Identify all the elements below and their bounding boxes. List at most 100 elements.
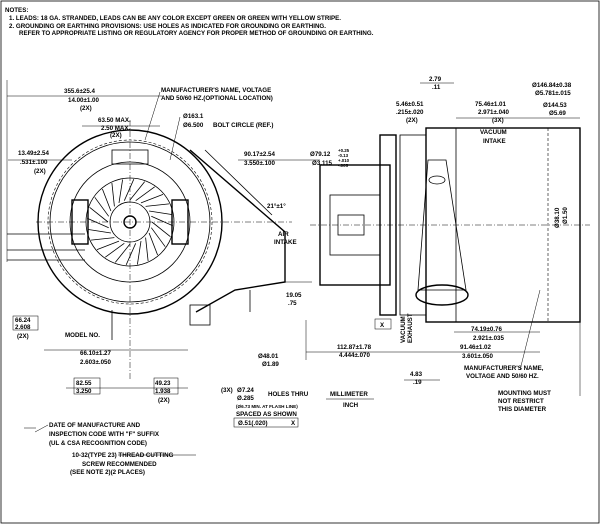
- dim-width-in: 14.00±1.00: [68, 97, 99, 104]
- tol-plus-in: +.010: [338, 158, 350, 163]
- label-mfr-line1: MANUFACTURER'S NAME, VOLTAGE: [161, 87, 271, 94]
- dim-9017-in: 3.550±.100: [244, 160, 275, 167]
- legend-mm: MILLIMETER: [330, 391, 368, 398]
- date-code-line2: INSPECTION CODE WITH "F" SUFFIX: [49, 431, 160, 438]
- mounting-line1: MOUNTING MUST: [498, 390, 551, 397]
- dim-49-qty: (2X): [158, 397, 170, 404]
- dim-max-in: 2.50 MAX.: [101, 125, 131, 132]
- cooling-fin: [102, 188, 112, 212]
- cooling-fin: [145, 237, 149, 262]
- dim-82-mm: 82.55: [76, 380, 92, 387]
- cooling-fin: [145, 203, 170, 207]
- cooling-fin: [96, 240, 120, 250]
- air-intake-line2: INTAKE: [274, 239, 297, 246]
- dim-483-in: .19: [413, 379, 422, 386]
- cooling-fin: [89, 206, 109, 223]
- exhaust-top: [428, 175, 446, 185]
- tol-minus-mm: -0.13: [338, 153, 349, 158]
- notes-block: NOTES: 1. LEADS: 18 GA. STRANDED, LEADS …: [5, 7, 374, 37]
- cooling-fin: [118, 179, 123, 203]
- dim-max-mm: 63.50 MAX.: [98, 117, 131, 124]
- dim-side-qty: (2X): [17, 333, 29, 340]
- dim-dia-mm: Ø146.84±0.38: [532, 82, 572, 89]
- dim-66-mm: 66.10±1.27: [80, 350, 111, 357]
- dim-546-qty: (2X): [406, 117, 418, 124]
- dim-dia-in: Ø5.781±.015: [535, 90, 571, 97]
- dim-left-mm: 13.49±2.54: [18, 150, 49, 157]
- holes-tol: Ø.51(.020): [238, 420, 268, 427]
- cooling-fin: [148, 232, 158, 256]
- dim-side-mm: 66.24: [15, 317, 31, 324]
- dim-7419-in: 2.921±.035: [473, 335, 504, 342]
- holes-qty: (3X): [221, 387, 233, 394]
- model-label: MODEL NO.: [65, 332, 100, 339]
- side-view: 2.79 .11 Ø146.84±0.38 Ø5.781±.015 Ø144.5…: [238, 76, 590, 413]
- dim-546-in: .215±.020: [396, 109, 424, 116]
- dim-top-in: .11: [432, 84, 441, 91]
- vacuum-exhaust-line1: VACUUM: [400, 316, 407, 343]
- bolt-circle-mm: Ø163.1: [183, 113, 204, 120]
- tolerance-frame: [233, 417, 299, 428]
- dim-width-mm: 355.6±25.4: [64, 88, 95, 95]
- dim-3810-mm: Ø38.10: [554, 207, 561, 228]
- mounting-line3: THIS DIAMETER: [498, 406, 547, 413]
- holes-in: Ø.285: [237, 395, 254, 402]
- mfr-side-line2: VOLTAGE AND 50/60 HZ.: [466, 373, 539, 380]
- tol-datum-x: X: [291, 420, 296, 427]
- dim-112-mm: 112.87±1.78: [337, 344, 372, 351]
- datum-x-box: [374, 318, 392, 330]
- mount-boss: [189, 304, 211, 326]
- dim-7546-in: 2.971±.040: [478, 109, 509, 116]
- date-code-line1: DATE OF MANUFACTURE AND: [49, 422, 141, 429]
- exhaust-cone: [417, 159, 467, 291]
- cooling-fin: [87, 217, 109, 229]
- cooling-fin: [125, 243, 137, 265]
- outlet-inner-edge: [204, 149, 273, 216]
- screw-line1: 10-32(TYPE 23) THREAD CUTTING: [72, 452, 174, 459]
- screw-line3: (SEE NOTE 2)(2 PLACES): [70, 469, 145, 476]
- note-2-continued: REFER TO APPROPRIATE LISTING OR REGULATO…: [19, 30, 374, 37]
- holes-mm: Ø7.24: [237, 387, 254, 394]
- bolt-circle-in: Ø6.500: [183, 122, 204, 129]
- holes-spaced: SPACED AS SHOWN: [236, 411, 297, 418]
- label-mfr-line2: AND 50/60 HZ.(OPTIONAL LOCATION): [161, 95, 273, 102]
- dim-112-in: 4.444±.070: [339, 352, 370, 359]
- dim-9146-mm: 91.46±1.02: [460, 344, 491, 351]
- dim-dia2-mm: Ø144.53: [543, 102, 567, 109]
- datum-x: X: [380, 322, 385, 329]
- cooling-fin: [123, 179, 135, 201]
- cooling-fin: [90, 237, 115, 241]
- leader-mfr-side: [519, 289, 541, 371]
- dim-82-box: [73, 377, 101, 395]
- dim-left-qty: (2X): [34, 168, 46, 175]
- dim-48-mm: Ø48.01: [258, 353, 279, 360]
- dim-top-mm: 2.79: [429, 76, 442, 83]
- dim-66-in: 2.603±.050: [80, 359, 111, 366]
- cooling-fin: [87, 229, 111, 234]
- dim-max-qty: (2X): [110, 132, 122, 139]
- cooling-fin: [94, 197, 110, 217]
- mounting-line2: NOT RESTRICT: [498, 398, 544, 405]
- dim-49-box: [153, 377, 179, 395]
- scroll-outlet: [189, 149, 286, 313]
- dim-dia2-in: Ø5.69: [549, 110, 566, 117]
- cooling-fin: [135, 186, 155, 202]
- bolt-circle-label: BOLT CIRCLE (REF.): [213, 122, 273, 129]
- dim-left-in: .531±.100: [20, 159, 48, 166]
- dim-49-mm: 49.23: [155, 380, 171, 387]
- holes-label: HOLES THRU: [268, 391, 309, 398]
- dim-width-qty: (2X): [80, 105, 92, 112]
- note-2: 2. GROUNDING OR EARTHING PROVISIONS: USE…: [9, 23, 326, 30]
- dim-side-box: [12, 315, 39, 331]
- cooling-fin: [129, 181, 146, 201]
- dim-7546-qty: (3X): [492, 117, 504, 124]
- cooling-fin: [150, 227, 166, 247]
- cooling-fin: [149, 210, 173, 215]
- dim-7419-mm: 74.19±0.76: [471, 326, 502, 333]
- dim-9017-mm: 90.17±2.54: [244, 151, 275, 158]
- exhaust-port: [415, 284, 469, 306]
- leader-date-code: [34, 424, 49, 433]
- air-intake-line1: AIR: [278, 231, 289, 238]
- front-view: 355.6±25.4 14.00±1.00 (2X) 63.50 MAX. 2.…: [6, 80, 312, 476]
